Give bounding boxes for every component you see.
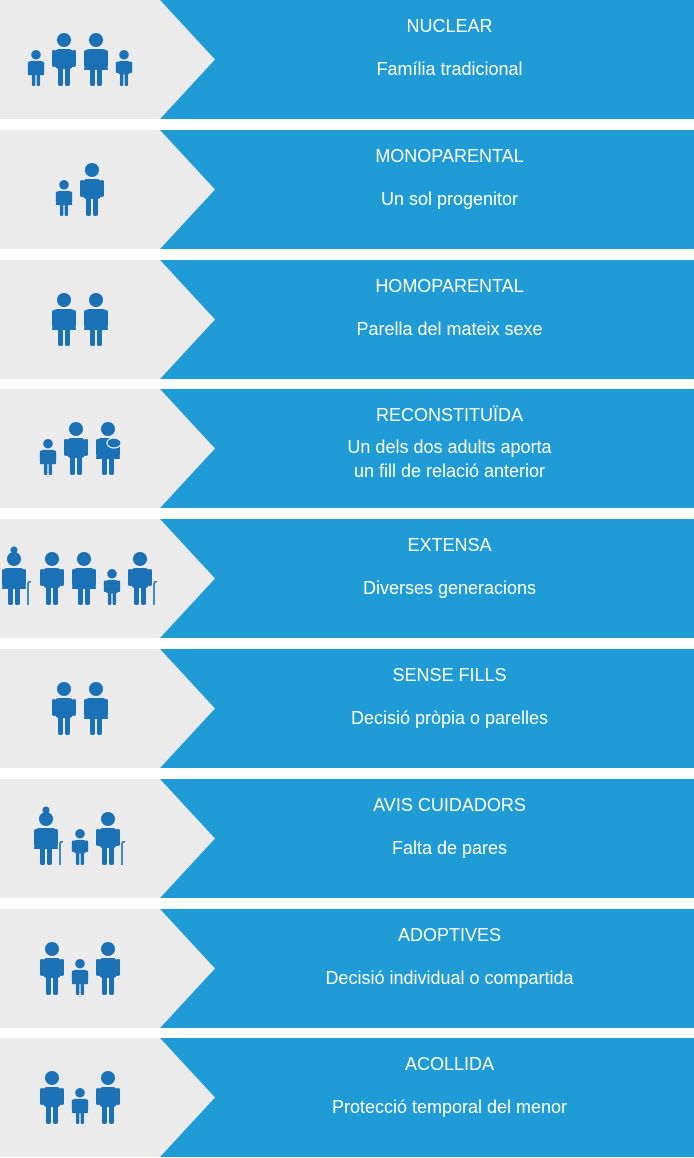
family-type-title: EXTENSA (407, 535, 492, 556)
family-type-row: NUCLEAR Família tradicional (0, 0, 694, 119)
family-type-text: SENSE FILLS Decisió pròpia o parelles (215, 649, 684, 768)
family-type-text: RECONSTITUÏDA Un dels dos adults aporta … (215, 389, 684, 508)
girl-figure-icon (71, 958, 89, 995)
man-figure-icon (64, 422, 88, 476)
woman-figure-icon (72, 552, 96, 606)
family-type-description: Diverses generacions (362, 578, 537, 599)
family-icon (52, 292, 108, 346)
family-type-row: AVIS CUIDADORS Falta de pares (0, 778, 694, 898)
grandma-figure-icon (34, 806, 64, 865)
family-type-description: Decisió pròpia o parelles (350, 708, 549, 728)
family-type-description: Protecció temporal del menor (331, 1097, 568, 1118)
man-figure-icon (52, 33, 76, 86)
family-type-title: SENSE FILLS (392, 665, 507, 685)
family-type-text: HOMOPARENTAL Parella del mateix sexe (215, 260, 684, 379)
family-icon (27, 33, 133, 86)
grandma-figure-icon (2, 546, 32, 606)
man-figure-icon (80, 162, 104, 216)
boy-figure-icon (115, 49, 133, 86)
family-type-row: MONOPARENTAL Un sol progenitor (0, 129, 694, 249)
girl-figure-icon (71, 1088, 89, 1125)
family-type-title: AVIS CUIDADORS (373, 794, 526, 815)
family-type-description: Un dels dos adults aporta un fill de rel… (347, 437, 552, 482)
family-icon (55, 162, 104, 216)
family-icon (40, 941, 120, 995)
man-figure-icon (52, 682, 76, 735)
family-icon (52, 682, 108, 735)
family-icon (40, 1071, 120, 1125)
family-type-text: MONOPARENTAL Un sol progenitor (215, 130, 684, 249)
woman-figure-icon (84, 292, 108, 346)
family-type-description: Família tradicional (376, 59, 523, 79)
family-type-text: EXTENSA Diverses generacions (215, 519, 684, 638)
family-type-row: SENSE FILLS Decisió pròpia o parelles (0, 649, 694, 768)
family-type-description: Parella del mateix sexe (356, 318, 543, 339)
family-icon (34, 806, 126, 865)
family-type-title: NUCLEAR (406, 16, 493, 36)
family-type-row: HOMOPARENTAL Parella del mateix sexe (0, 259, 694, 379)
man-figure-icon (40, 1071, 64, 1125)
family-type-text: ACOLLIDA Protecció temporal del menor (215, 1038, 684, 1157)
man-figure-icon (40, 552, 64, 606)
family-type-row: ACOLLIDA Protecció temporal del menor (0, 1038, 694, 1158)
family-type-text: NUCLEAR Família tradicional (215, 0, 684, 119)
family-type-description: Un sol progenitor (380, 188, 519, 209)
family-type-description: Falta de pares (391, 837, 508, 858)
woman-figure-icon (52, 292, 76, 346)
man-figure-icon (96, 941, 120, 995)
grandpa-figure-icon (128, 552, 158, 606)
woman-figure-icon (84, 682, 108, 735)
family-type-text: AVIS CUIDADORS Falta de pares (215, 779, 684, 898)
arrow-banner (0, 129, 694, 249)
family-type-row: RECONSTITUÏDA Un dels dos adults aporta … (0, 389, 694, 509)
girl-figure-icon (27, 49, 45, 86)
family-icon (2, 546, 158, 606)
family-type-title: HOMOPARENTAL (375, 275, 524, 296)
family-type-description: Decisió individual o compartida (325, 967, 574, 988)
family-type-title: RECONSTITUÏDA (375, 405, 523, 426)
family-type-row: EXTENSA Diverses generacions (0, 519, 694, 639)
man-figure-icon (96, 1071, 120, 1125)
boy-figure-icon (103, 569, 121, 606)
girl-figure-icon (55, 179, 73, 216)
family-icon (39, 422, 122, 476)
woman-baby-figure-icon (96, 422, 122, 476)
family-type-title: MONOPARENTAL (375, 145, 524, 166)
man-figure-icon (40, 941, 64, 995)
woman-figure-icon (84, 33, 108, 86)
grandpa-figure-icon (96, 811, 126, 865)
family-type-text: ADOPTIVES Decisió individual o compartid… (215, 909, 684, 1028)
family-type-title: ACOLLIDA (404, 1054, 495, 1075)
family-type-title: ADOPTIVES (397, 924, 502, 945)
girl-figure-icon (39, 439, 57, 476)
boy-figure-icon (71, 828, 89, 865)
family-type-row: ADOPTIVES Decisió individual o compartid… (0, 908, 694, 1028)
arrow-banner (0, 649, 694, 768)
arrow-banner (0, 519, 694, 639)
